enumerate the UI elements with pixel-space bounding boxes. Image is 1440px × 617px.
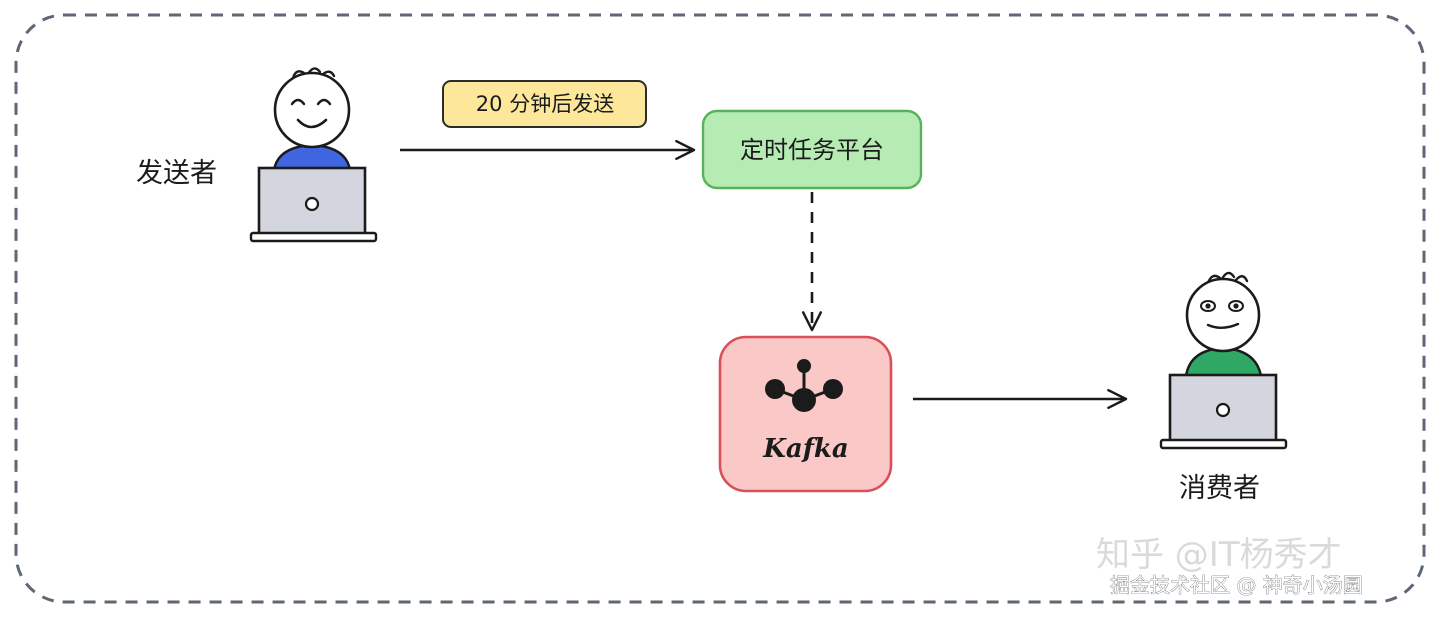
kafka-logo-icon — [765, 359, 843, 412]
kafka-label: Kafka — [762, 434, 849, 464]
watermark-zhihu: 知乎 @IT杨秀才 — [1096, 535, 1342, 575]
consumer-label: 消费者 — [1179, 473, 1260, 504]
sender-head-icon — [273, 71, 351, 149]
sender-figure — [249, 67, 378, 243]
sender-shirt — [272, 143, 352, 172]
sender-label: 发送者 — [136, 158, 217, 189]
delay-tag: 20 分钟后发送 — [442, 80, 647, 128]
delay-tag-text: 20 分钟后发送 — [476, 92, 614, 116]
consumer-figure — [1159, 271, 1288, 450]
watermark-juejin: 掘金技术社区 @ 神奇小汤圆 — [1110, 573, 1363, 597]
dashed-frame — [14, 13, 1426, 604]
consumer-head-icon — [1185, 277, 1261, 353]
scheduler-node: 定时任务平台 — [701, 109, 923, 190]
kafka-node: Kafka — [718, 335, 893, 493]
scheduler-label: 定时任务平台 — [740, 136, 884, 164]
